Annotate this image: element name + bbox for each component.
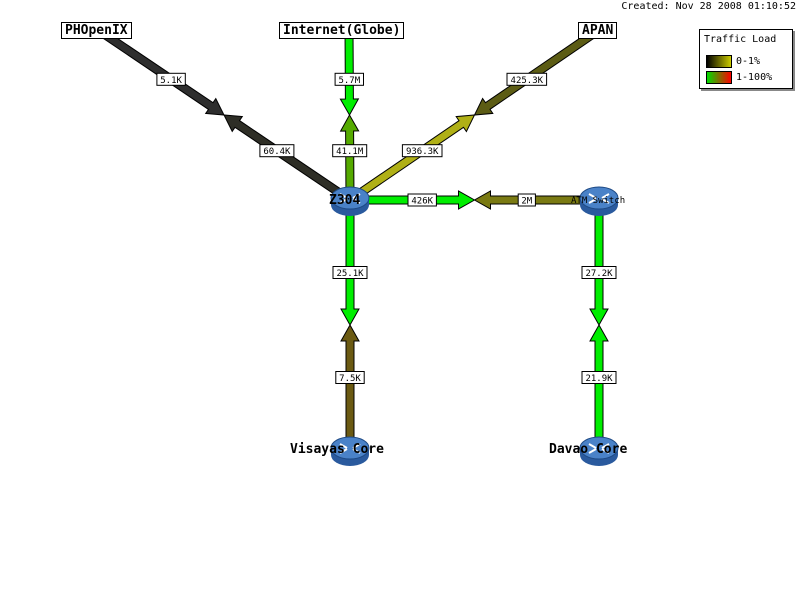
svg-text:25.1K: 25.1K	[336, 269, 364, 279]
link-apan-z304[interactable]	[347, 26, 602, 204]
router-icon-z304[interactable]	[330, 186, 370, 216]
svg-text:2M: 2M	[521, 197, 532, 207]
node-label-atm-switch[interactable]: ATM Switch	[571, 196, 626, 206]
legend-label-high: 1-100%	[736, 71, 773, 83]
link-apan-z304-in-arrow[interactable]	[347, 114, 476, 204]
link-internet-z304[interactable]	[339, 29, 360, 201]
link-z304-atm-label-b: 2M	[517, 193, 536, 207]
svg-text:41.1M: 41.1M	[336, 147, 364, 157]
node-label-internet[interactable]: Internet(Globe)	[279, 22, 405, 39]
legend-swatch-high	[706, 70, 732, 84]
node-label-davao-core[interactable]: Davao Core	[549, 442, 628, 457]
link-z304-atm-label-a: 426K	[407, 193, 437, 207]
router-icon-atm[interactable]	[579, 186, 619, 216]
link-z304-visayas-label-a: 25.1K	[332, 266, 368, 279]
svg-text:27.2K: 27.2K	[585, 269, 613, 279]
legend-swatch-low	[706, 54, 732, 68]
svg-text:5.7M: 5.7M	[338, 76, 360, 86]
link-internet-z304-out-arrow[interactable]	[339, 29, 360, 117]
link-phopenix-z304-label-a: 5.1K	[156, 72, 186, 86]
link-internet-z304-label-b: 41.1M	[332, 144, 368, 158]
node-label-phopenix[interactable]: PHOpenIX	[61, 22, 132, 39]
created-timestamp: Created: Nov 28 2008 01:10:52	[621, 1, 796, 12]
link-atm-davao-label-a: 27.2K	[581, 266, 617, 279]
traffic-load-legend: Traffic Load 0-1% 1-100%	[699, 29, 793, 89]
svg-text:7.5K: 7.5K	[339, 374, 361, 384]
node-label-apan[interactable]: APAN	[578, 22, 618, 39]
svg-text:426K: 426K	[411, 197, 433, 207]
link-atm-davao-out-arrow[interactable]	[589, 199, 609, 327]
legend-title: Traffic Load	[704, 34, 777, 45]
link-phopenix-z304-in-arrow[interactable]	[223, 114, 353, 204]
link-z304-visayas-out-arrow[interactable]	[340, 199, 360, 327]
link-apan-z304-label-b: 936.3K	[401, 144, 443, 158]
svg-text:425.3K: 425.3K	[511, 76, 544, 86]
link-z304-visayas[interactable]	[340, 199, 360, 451]
link-atm-davao-in-arrow[interactable]	[589, 323, 609, 451]
router-icon-davao[interactable]	[579, 436, 619, 466]
link-apan-z304-out-arrow[interactable]	[473, 26, 602, 116]
link-z304-visayas-in-arrow[interactable]	[340, 323, 360, 451]
svg-text:5.1K: 5.1K	[160, 76, 182, 86]
router-icon-visayas[interactable]	[330, 436, 370, 466]
link-z304-visayas-label-b: 7.5K	[335, 371, 365, 384]
link-phopenix-z304-label-b: 60.4K	[259, 144, 295, 158]
link-phopenix-z304-out-arrow[interactable]	[95, 26, 225, 116]
legend-label-low: 0-1%	[736, 55, 761, 67]
link-apan-z304-label-a: 425.3K	[506, 72, 548, 86]
link-z304-atm[interactable]	[349, 190, 600, 210]
svg-text:60.4K: 60.4K	[263, 147, 291, 157]
legend-row-low: 0-1%	[706, 54, 761, 68]
link-atm-davao-label-b: 21.9K	[581, 371, 617, 384]
link-internet-z304-label-a: 5.7M	[334, 72, 365, 86]
svg-text:936.3K: 936.3K	[406, 147, 439, 157]
link-atm-davao[interactable]	[589, 199, 609, 451]
legend-row-high: 1-100%	[706, 70, 773, 84]
node-label-visayas-core[interactable]: Visayas Core	[290, 442, 384, 457]
node-label-z304[interactable]: Z304	[329, 193, 361, 208]
svg-text:21.9K: 21.9K	[585, 374, 613, 384]
link-phopenix-z304[interactable]	[95, 26, 353, 204]
